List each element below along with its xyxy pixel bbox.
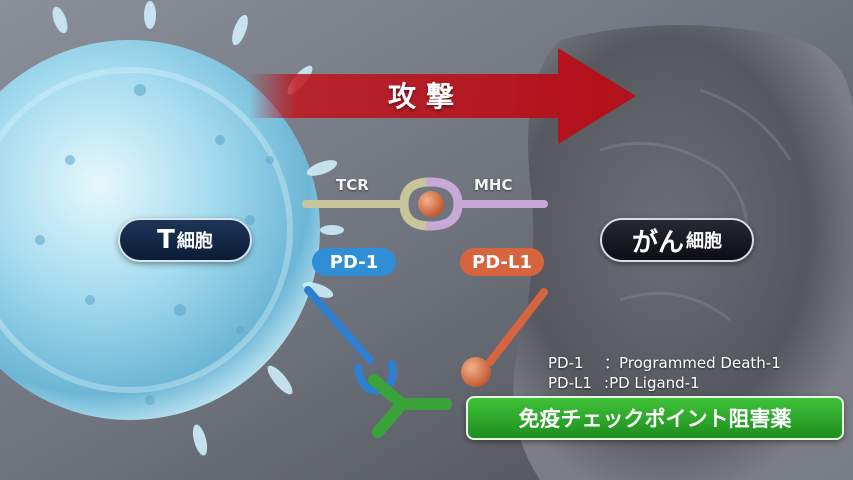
pdl1-ball <box>461 357 491 387</box>
pd1-receptor <box>304 286 374 364</box>
attack-arrow <box>250 48 636 144</box>
abbreviation-separator: ： <box>604 354 620 372</box>
antigen <box>418 191 444 217</box>
drug-label: 免疫チェックポイント阻害薬 <box>466 396 844 440</box>
abbreviation-pdl1: PD-L1:PD Ligand-1 <box>548 374 700 392</box>
pdl1-label: PD-L1 <box>460 248 544 276</box>
cancer-cell-label: がん 細胞 <box>600 218 754 262</box>
pdl1-ligand <box>486 288 548 366</box>
t-cell-label: T 細胞 <box>118 218 252 262</box>
pd1-label: PD-1 <box>312 248 396 276</box>
abbreviation-meaning: Programmed Death-1 <box>619 354 781 372</box>
mhc-label: MHC <box>474 176 513 194</box>
mhc-receptor <box>425 177 463 231</box>
abbreviation-pd1: PD-1 ：Programmed Death-1 <box>548 352 781 373</box>
tcr-receptor <box>399 177 435 231</box>
tcr-label: TCR <box>336 176 369 194</box>
abbreviation-meaning: PD Ligand-1 <box>609 374 700 392</box>
abbreviation-term: PD-L1 <box>548 374 592 392</box>
t-cell-label-sub: 細胞 <box>176 231 213 252</box>
t-cell-label-main: T <box>157 225 175 255</box>
cancer-cell-label-sub: 細胞 <box>686 231 722 252</box>
abbreviation-term: PD-1 <box>548 354 584 372</box>
attack-label: 攻撃 <box>387 80 464 113</box>
cancer-cell-label-main: がん <box>631 227 684 258</box>
abbreviation-separator: : <box>604 374 610 392</box>
antibody-icon <box>368 374 452 438</box>
